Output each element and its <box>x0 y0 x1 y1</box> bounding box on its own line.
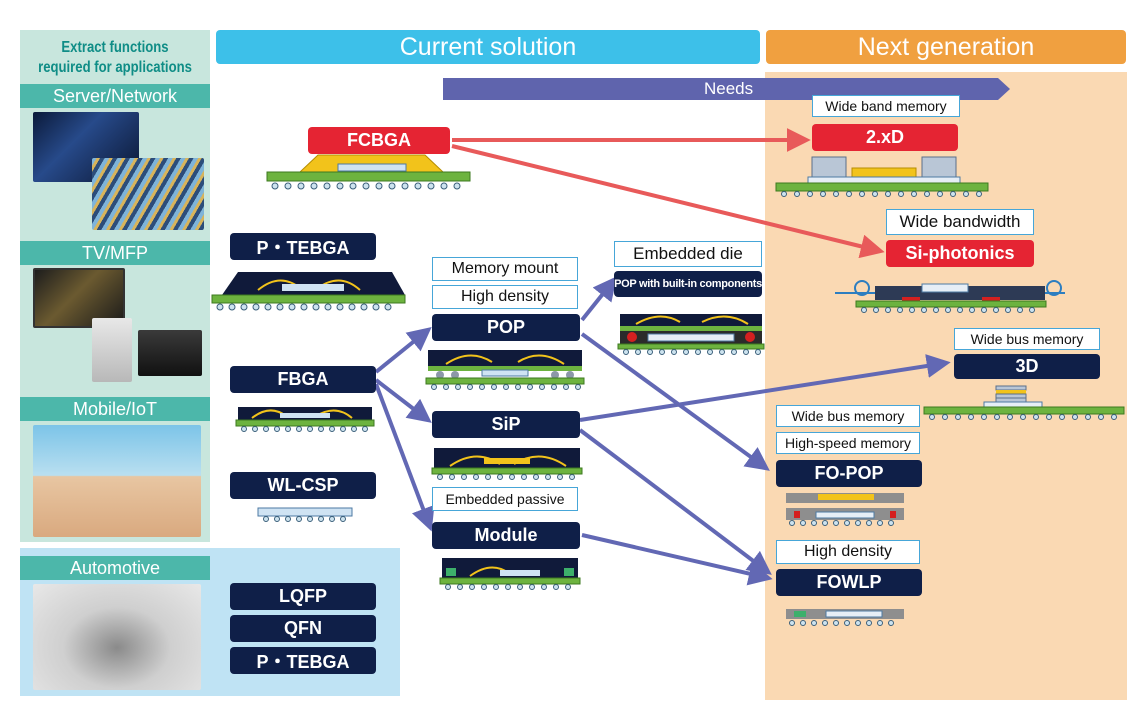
high-density-note: High density <box>432 285 578 309</box>
category-tv-label: TV/MFP <box>82 242 148 263</box>
2xd-label: 2.xD <box>812 124 958 151</box>
memory-mount-note: Memory mount <box>432 257 578 281</box>
arrow-fcbga-to-si-photonics <box>451 144 885 259</box>
current-solution-title: Current solution <box>399 32 577 61</box>
next-generation-title: Next generation <box>857 32 1035 61</box>
arrow-pop-to-embedded-die <box>580 276 617 322</box>
wide-bandwidth-note: Wide bandwidth <box>886 209 1034 235</box>
sip-package-illustration <box>431 448 583 480</box>
pop-label: POP <box>432 314 580 341</box>
wide-band-memory-note: Wide band memory <box>812 95 960 117</box>
wl-csp-package-illustration <box>257 507 353 522</box>
si-photonics-package-illustration <box>835 280 1065 313</box>
extract-title-line2: required for applications <box>38 59 192 76</box>
arrow-sip-to-3d <box>579 354 951 422</box>
module-package-illustration <box>439 558 581 590</box>
p-tebga-label-2: P・TEBGA <box>230 647 376 674</box>
p-tebga-package-illustration <box>211 272 406 311</box>
wide-bus-memory-note-2: Wide bus memory <box>776 405 920 427</box>
needs-label: Needs <box>704 79 754 98</box>
fo-pop-label: FO-POP <box>776 460 922 487</box>
3d-label: 3D <box>954 354 1100 379</box>
fbga-package-illustration <box>235 407 375 432</box>
extract-title-line1: Extract functions <box>61 39 169 56</box>
fcbga-label: FCBGA <box>308 127 450 154</box>
embedded-passive-note: Embedded passive <box>432 487 578 511</box>
2xd-package-illustration <box>775 156 989 197</box>
embedded-die-note: Embedded die <box>614 241 762 267</box>
fo-pop-package-illustration <box>786 493 904 526</box>
car-dashboard-photo <box>33 584 201 690</box>
p-tebga-label-1: P・TEBGA <box>230 233 376 260</box>
arrow-fbga-to-module <box>374 383 435 532</box>
category-mobile-iot: Mobile/IoT <box>20 397 210 421</box>
needs-arrow <box>443 78 1010 100</box>
sip-label: SiP <box>432 411 580 438</box>
category-server-label: Server/Network <box>52 85 178 106</box>
copier-photo <box>92 318 132 382</box>
fowlp-package-illustration <box>786 609 904 626</box>
qfn-label: QFN <box>230 615 376 642</box>
wl-csp-label: WL-CSP <box>230 472 376 499</box>
arrow-fbga-to-pop <box>374 326 432 374</box>
selfie-family-photo <box>33 425 201 537</box>
pop-builtin-label: POP with built-in components <box>614 271 762 297</box>
arrow-pop-to-fo-pop <box>580 332 770 471</box>
category-server-network: Server/Network <box>20 84 210 108</box>
fcbga-package-illustration <box>266 154 471 190</box>
fowlp-label: FOWLP <box>776 569 922 596</box>
printer-photo <box>138 330 202 376</box>
3d-package-illustration <box>923 385 1125 420</box>
high-density-note-2: High density <box>776 540 920 564</box>
category-automotive-label: Automotive <box>69 557 161 578</box>
arrow-fbga-to-sip <box>374 378 432 423</box>
category-automotive: Automotive <box>20 556 210 580</box>
fbga-label: FBGA <box>230 366 376 393</box>
category-mobile-label: Mobile/IoT <box>72 398 158 419</box>
arrow-module-to-fowlp <box>581 533 773 586</box>
si-photonics-label: Si-photonics <box>886 240 1034 267</box>
wide-bus-memory-note-1: Wide bus memory <box>954 328 1100 350</box>
module-label: Module <box>432 522 580 549</box>
extract-functions-title: Extract functions required for applicati… <box>20 38 210 80</box>
pop-package-illustration <box>425 350 585 390</box>
high-speed-memory-note: High-speed memory <box>776 432 920 454</box>
current-solution-header: Current solution <box>216 30 760 64</box>
pop-builtin-package-illustration <box>617 314 765 355</box>
lqfp-label: LQFP <box>230 583 376 610</box>
network-cables-photo <box>92 158 204 230</box>
next-generation-header: Next generation <box>766 30 1126 64</box>
arrow-sip-to-fowlp <box>578 428 772 575</box>
category-tv-mfp: TV/MFP <box>20 241 210 265</box>
